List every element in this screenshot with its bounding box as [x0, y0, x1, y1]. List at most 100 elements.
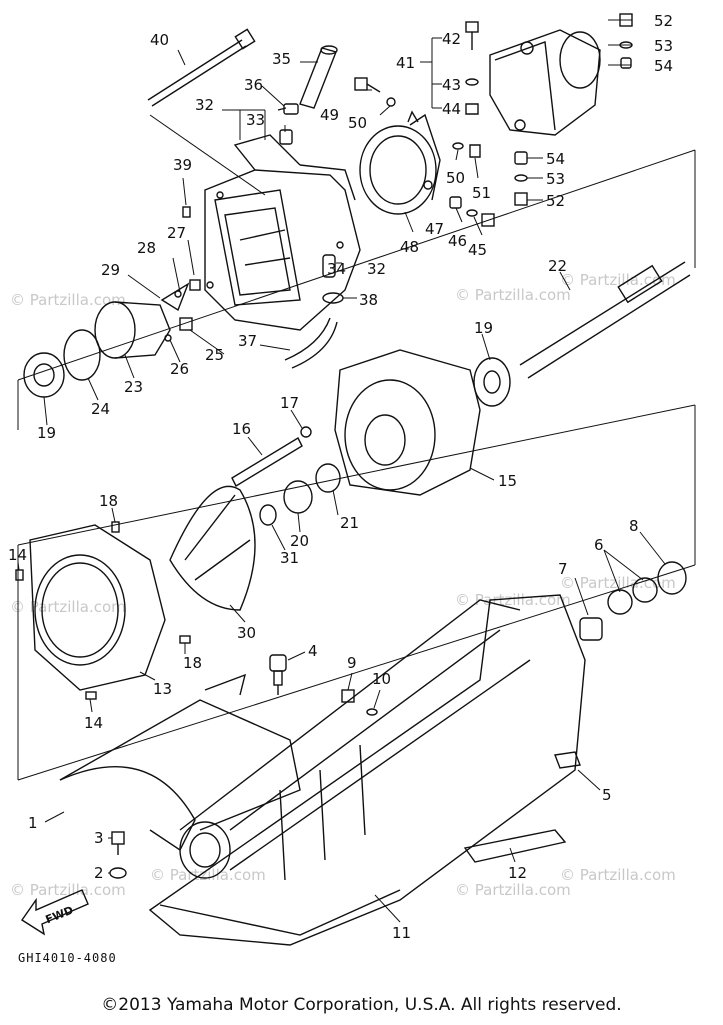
callout-number: 10 — [372, 670, 391, 688]
callout-number: 54 — [546, 150, 565, 168]
watermark: © Partzilla.com — [10, 598, 126, 616]
callout-number: 46 — [448, 232, 467, 250]
bolt-part — [179, 317, 193, 331]
collar-part — [620, 57, 632, 69]
nut-part — [579, 617, 603, 641]
callout-number: 9 — [347, 654, 357, 672]
impeller-housing-part — [334, 349, 481, 496]
duct-housing-part — [29, 524, 166, 691]
steering-nozzle-part — [489, 29, 601, 136]
callout-number: 45 — [468, 241, 487, 259]
callout-number: 44 — [442, 100, 461, 118]
bearing-part — [283, 480, 313, 514]
callout-number: 47 — [425, 220, 444, 238]
callout-number: 18 — [183, 654, 202, 672]
watermark-layer: © Partzilla.com © Partzilla.com © Partzi… — [10, 271, 676, 899]
callout-number: 21 — [340, 514, 359, 532]
callout-number: 4 — [308, 642, 318, 660]
bolt-part — [481, 213, 495, 227]
callout-number: 49 — [320, 106, 339, 124]
seal-part — [315, 463, 341, 493]
washer-part — [452, 142, 464, 150]
callout-number: 50 — [446, 169, 465, 187]
callout-number: 38 — [359, 291, 378, 309]
divider-line — [17, 564, 696, 781]
callout-number: 17 — [280, 394, 299, 412]
sensor-part — [269, 654, 287, 695]
callout-number: 19 — [474, 319, 493, 337]
impeller-part — [169, 485, 256, 611]
callout-number: 29 — [101, 261, 120, 279]
nut-part — [465, 103, 479, 115]
hose-part — [284, 317, 338, 369]
washer-part — [366, 708, 378, 716]
washer-part — [259, 504, 277, 526]
collar-part — [449, 196, 462, 209]
drawing-code: GHI4010-4080 — [18, 951, 117, 965]
callout-number: 30 — [237, 624, 256, 642]
drive-shaft-part — [519, 261, 691, 379]
small-bolt-part — [277, 103, 299, 115]
bolt-part — [111, 831, 125, 845]
callout-number: 16 — [232, 420, 251, 438]
bolt-part — [189, 279, 201, 291]
tube-part — [299, 45, 338, 109]
watermark: © Partzilla.com — [10, 881, 126, 899]
watermark: © Partzilla.com — [455, 881, 571, 899]
watermark: © Partzilla.com — [455, 591, 571, 609]
callout-number: 15 — [498, 472, 517, 490]
clip-part — [300, 426, 312, 438]
callout-number: 51 — [472, 184, 491, 202]
callout-number: 54 — [654, 57, 673, 75]
watermark: © Partzilla.com — [150, 866, 266, 884]
callout-labels: 1 2 3 4 5 6 7 8 9 10 11 12 13 14 14 15 1… — [8, 12, 673, 942]
washer-part — [514, 174, 528, 182]
pin-part — [279, 129, 293, 145]
callout-number: 14 — [84, 714, 103, 732]
jet-pump-housing-part — [204, 134, 361, 331]
callout-number: 1 — [28, 814, 38, 832]
bolt-part — [514, 192, 528, 206]
callout-number: 50 — [348, 114, 367, 132]
callout-number: 39 — [173, 156, 192, 174]
bearing-part — [607, 589, 633, 615]
callout-number: 40 — [150, 31, 169, 49]
pin-part — [179, 635, 191, 644]
cap-part — [657, 561, 687, 595]
callout-number: 52 — [654, 12, 673, 30]
callout-number: 33 — [246, 111, 265, 129]
bolt-part — [465, 21, 479, 50]
callout-number: 18 — [99, 492, 118, 510]
part-drawings: FWD — [15, 13, 691, 946]
callout-number: 43 — [442, 76, 461, 94]
callout-number: 41 — [396, 54, 415, 72]
callout-number: 25 — [205, 346, 224, 364]
pipe-part — [322, 254, 336, 278]
bracket-ring-part — [359, 110, 441, 215]
divider-line — [17, 404, 696, 546]
callout-number: 36 — [244, 76, 263, 94]
callout-number: 23 — [124, 378, 143, 396]
collar-part — [514, 151, 528, 165]
callout-number: 3 — [94, 829, 104, 847]
watermark: © Partzilla.com — [455, 286, 571, 304]
callout-number: 14 — [8, 546, 27, 564]
intake-duct-part — [148, 594, 586, 946]
callout-number: 28 — [137, 239, 156, 257]
pin-part — [111, 521, 120, 533]
shaft-part — [231, 437, 303, 487]
copyright-notice: ©2013 Yamaha Motor Corporation, U.S.A. A… — [101, 995, 622, 1015]
callout-number: 35 — [272, 50, 291, 68]
nut-part — [469, 144, 481, 158]
long-bolt-part — [147, 28, 256, 107]
section-lines — [17, 114, 696, 781]
divider-line — [17, 149, 696, 381]
callout-number: 5 — [602, 786, 612, 804]
watermark: © Partzilla.com — [10, 291, 126, 309]
watermark: © Partzilla.com — [560, 271, 676, 289]
callout-number: 27 — [167, 224, 186, 242]
washer-part — [386, 97, 396, 107]
pin-part — [15, 569, 24, 581]
callout-number: 6 — [594, 536, 604, 554]
